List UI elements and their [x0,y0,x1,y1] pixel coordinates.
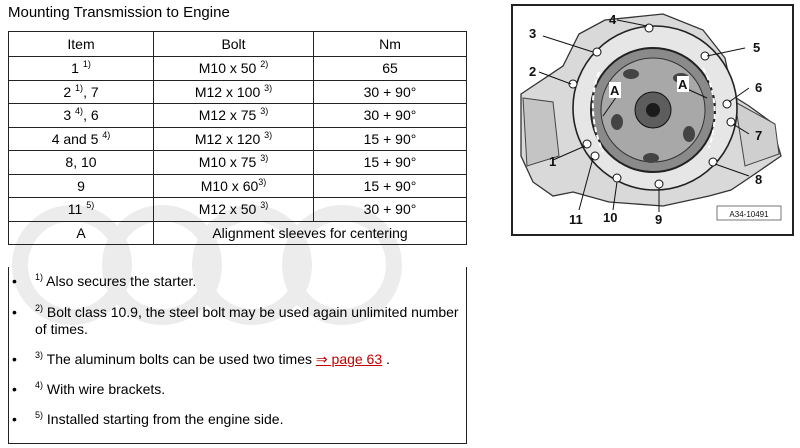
footnote-item: • 4) With wire brackets. [9,381,466,398]
figure-code: A34-10491 [729,210,769,219]
callout-7: 7 [755,128,762,143]
bolt-cell: M10 x 75 3) [153,150,314,175]
table-row: 3 4), 6 M12 x 75 3) 30 + 90° [8,103,467,128]
item-cell: 9 [8,173,154,198]
table-row: 11 5) M12 x 50 3) 30 + 90° [8,197,467,222]
right-housing [734,101,780,167]
callout-11: 11 [569,212,583,227]
torque-cell: 15 + 90° [313,150,467,175]
torque-spec-table: Item Bolt Nm 1 1) M10 x 50 2) 65 2 1), 7… [8,31,467,245]
header-item: Item [8,31,154,57]
alignment-arc-left [591,71,604,153]
header-nm: Nm [313,31,467,57]
callout-10: 10 [603,210,617,225]
callout-5: 5 [753,40,760,55]
footnote-item: • 2) Bolt class 10.9, the steel bolt may… [9,304,466,338]
item-cell: 11 5) [8,197,154,222]
callout-3: 3 [529,26,536,41]
alignment-arc-right [702,67,716,149]
hub-center [646,103,660,117]
footnote-item: • 5) Installed starting from the engine … [9,411,466,428]
bullet: • [12,411,17,427]
bolt-cell: M12 x 75 3) [153,103,314,128]
callout-4: 4 [609,12,617,27]
torque-cell: 15 + 90° [313,126,467,151]
transmission-drawing: 1 2 3 4 5 6 7 8 9 10 11 A A A34-10491 [520,12,782,227]
callout-8: 8 [755,172,762,187]
bolt-cell: M12 x 120 3) [153,126,314,151]
item-cell: 1 1) [8,56,154,81]
bullet: • [12,304,17,320]
bolt-cell: M10 x 603) [153,173,314,198]
table-row: 2 1), 7 M12 x 100 3) 30 + 90° [8,79,467,104]
page-title: Mounting Transmission to Engine [8,4,230,21]
table-row: 8, 10 M10 x 75 3) 15 + 90° [8,150,467,175]
figure-code-box [716,205,782,221]
footnotes: • 1) Also secures the starter. • 2) Bolt… [8,267,467,444]
table-header-row: Item Bolt Nm [8,31,467,57]
leader-lines [538,19,750,212]
table-row: 1 1) M10 x 50 2) 65 [8,56,467,81]
bolt-cell: M12 x 50 3) [153,197,314,222]
bullet: • [12,381,17,397]
page-63-link[interactable]: ⇒ page 63 [315,351,383,367]
bolt-cell: M10 x 50 2) [153,56,314,81]
callout-a-right: A [678,77,688,92]
bullet: • [12,351,17,367]
callout-6: 6 [755,80,762,95]
torque-cell: 30 + 90° [313,79,467,104]
callout-1: 1 [549,154,556,169]
callout-9: 9 [655,212,662,227]
callout-2: 2 [529,64,536,79]
transmission-diagram: 1 2 3 4 5 6 7 8 9 10 11 A A A34-10491 [511,4,794,236]
item-cell: A [8,220,154,245]
bolt-cell: M12 x 100 3) [153,79,314,104]
torque-cell: 15 + 90° [313,173,467,198]
alignment-row: A Alignment sleeves for centering [8,220,467,245]
alignment-description: Alignment sleeves for centering [153,220,467,245]
torque-cell: 30 + 90° [313,197,467,222]
left-flange [522,97,560,167]
bullet: • [12,273,17,289]
torque-cell: 30 + 90° [313,103,467,128]
item-cell: 4 and 5 4) [8,126,154,151]
callout-a-left: A [610,83,620,98]
table-row: 4 and 5 4) M12 x 120 3) 15 + 90° [8,126,467,151]
footnote-item: • 1) Also secures the starter. [9,273,466,290]
item-cell: 2 1), 7 [8,79,154,104]
table-row: 9 M10 x 603) 15 + 90° [8,173,467,198]
item-cell: 8, 10 [8,150,154,175]
torque-cell: 65 [313,56,467,81]
header-bolt: Bolt [153,31,314,57]
footnote-item: • 3) The aluminum bolts can be used two … [9,351,466,368]
item-cell: 3 4), 6 [8,103,154,128]
